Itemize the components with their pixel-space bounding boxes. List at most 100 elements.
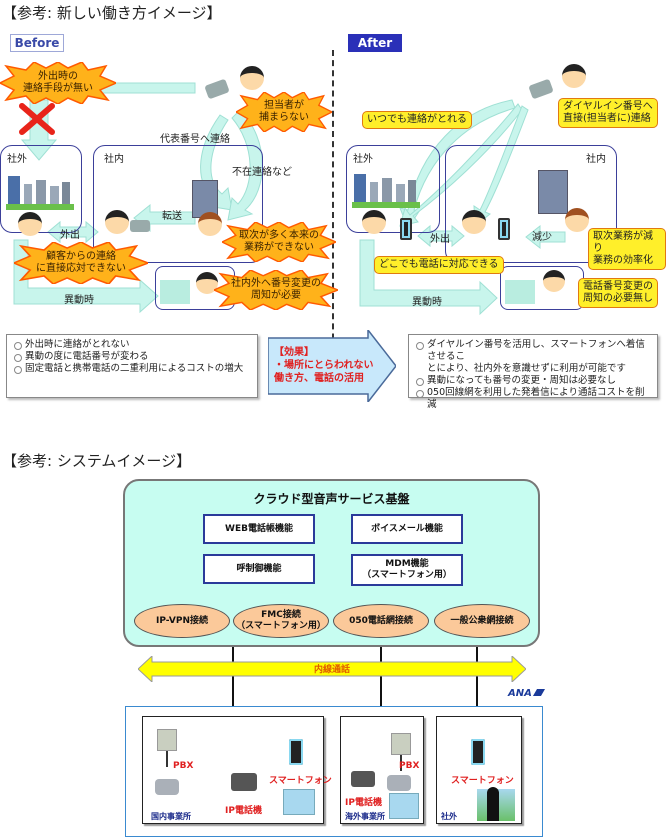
ip-phone-icon	[231, 773, 257, 791]
smartphone-icon	[498, 218, 510, 240]
connection-line	[476, 647, 478, 717]
callout-no-notification-needed: 電話番号変更の 周知の必要無し	[578, 278, 658, 308]
receptionist-icon	[198, 212, 222, 236]
web-phonebook-function: WEB電話帳機能	[203, 514, 315, 544]
site-overseas-office: PBX IP電話機 海外事業所	[340, 716, 424, 824]
before-issue-item: 異動の度に電話番号が変わる	[13, 351, 251, 363]
caller-person-icon	[562, 64, 586, 88]
ana-logo: ANA	[508, 688, 545, 699]
extension-call-arrow	[138, 656, 526, 682]
before-issue-item: 外出時に連絡がとれない	[13, 339, 251, 351]
relocated-person-icon	[196, 272, 218, 294]
after-outside-region: 社外	[346, 145, 440, 233]
absence-label: 不在連絡など	[232, 167, 292, 178]
relocation-buildings-icon	[505, 280, 535, 304]
burst-no-contact-when-out: 外出時の 連絡手段が無い	[0, 62, 116, 104]
red-x-icon	[19, 103, 55, 135]
before-after-divider	[332, 50, 334, 380]
city-buildings-icon	[352, 174, 420, 208]
effect-arrow	[268, 330, 396, 402]
mdm-function: MDM機能 （スマートフォン用）	[351, 554, 463, 586]
office-building-icon	[389, 793, 419, 819]
office-building-icon	[283, 789, 315, 815]
relocated-person-icon	[543, 270, 565, 292]
after-benefit-item-continued: とにより、社内外を意識せずに利用が可能です	[427, 363, 626, 374]
callout-always-reachable: いつでも連絡がとれる	[362, 111, 472, 129]
callout-efficiency: 取次業務が減り 業務の効率化	[588, 228, 666, 270]
burst-person-unavailable: 担当者が 捕まらない	[236, 92, 332, 132]
site-domestic-office: PBX IP電話機 スマートフォン 国内事業所	[142, 716, 332, 824]
relocation-label-before: 異動時	[64, 295, 94, 306]
callout-answer-anywhere: どこでも電話に対応できる	[374, 256, 504, 274]
ip-phone-label: IP電話機	[345, 798, 382, 808]
extension-call-label: 内線通話	[313, 665, 350, 675]
smartphone-icon	[471, 739, 485, 765]
050-network-connection: 050電話網接続	[333, 604, 429, 638]
transfer-label: 転送	[162, 211, 182, 222]
smartphone-icon	[289, 739, 303, 765]
going-out-label-after: 外出	[430, 234, 450, 245]
after-benefit-item: 異動になっても番号の変更・周知は必要なし	[415, 375, 651, 387]
after-inside-label: 社内	[586, 154, 606, 165]
after-benefit-item: ダイヤルイン番号を活用し、スマートフォンへ着信させるこ	[415, 339, 651, 363]
caller-person-icon	[240, 66, 264, 90]
fmc-connection: FMC接続 （スマートフォン用）	[233, 604, 329, 638]
system-image-title: 【参考: システムイメージ】	[2, 452, 192, 470]
burst-cannot-respond-directly: 顧客からの連絡 に直接応対できない	[14, 242, 148, 284]
after-benefit-item: 050回線網を利用した発着信により通話コストを削減	[415, 387, 651, 411]
desk-phone-icon	[155, 779, 179, 795]
before-outside-region: 社外	[0, 145, 82, 233]
receptionist-icon	[565, 208, 589, 232]
site-name: 海外事業所	[345, 812, 385, 821]
pbx-label: PBX	[173, 761, 194, 771]
person-inside-icon	[105, 210, 129, 234]
burst-too-many-transfers: 取次が多く本来の 業務ができない	[222, 222, 336, 262]
after-benefits-list: ダイヤルイン番号を活用し、スマートフォンへ着信させるこ とにより、社内外を意識せ…	[408, 334, 658, 410]
voicemail-function: ボイスメール機能	[351, 514, 463, 544]
connection-line	[380, 647, 382, 717]
pbx-line	[400, 755, 402, 771]
arrow-reduced	[525, 224, 566, 250]
desk-phone-icon	[130, 220, 150, 232]
going-out-label-before: 外出	[60, 230, 80, 241]
site-name: 社外	[441, 812, 457, 821]
smartphone-label: スマートフォン	[451, 776, 514, 786]
city-buildings-icon	[6, 176, 74, 210]
before-issues-list: 外出時に連絡がとれない 異動の度に電話番号が変わる 固定電話と携帯電話の二重利用…	[6, 334, 258, 398]
pbx-icon	[391, 733, 411, 755]
ana-office-building-icon	[538, 170, 568, 214]
person-inside-icon	[462, 210, 486, 234]
person-outside-icon	[362, 210, 386, 234]
before-outside-label: 社外	[7, 154, 27, 165]
before-issue-item: 固定電話と携帯電話の二重利用によるコストの増大	[13, 363, 251, 375]
person-silhouette-icon	[487, 787, 499, 821]
person-outside-icon	[18, 212, 42, 236]
after-tag: After	[348, 34, 402, 52]
pbx-line	[166, 751, 168, 767]
platform-title: クラウド型音声サービス基盤	[253, 492, 410, 506]
ip-vpn-connection: IP-VPN接続	[134, 604, 230, 638]
smartphone-icon	[400, 218, 412, 240]
ip-phone-icon	[351, 771, 375, 787]
desk-phone-icon	[387, 775, 411, 791]
site-outside: スマートフォン 社外	[436, 716, 522, 824]
public-network-connection: 一般公衆網接続	[434, 604, 530, 638]
before-tag: Before	[10, 34, 64, 52]
relocation-buildings-icon	[160, 280, 190, 304]
reduced-label: 減少	[532, 232, 552, 243]
effect-text: 【効果】 ・場所にとらわれない 働き方、電話の活用	[274, 347, 374, 384]
smartphone-label: スマートフォン	[269, 776, 332, 786]
call-control-function: 呼制御機能	[203, 554, 315, 584]
connection-line	[232, 647, 234, 717]
burst-notify-number-change: 社内外へ番号変更の 周知が必要	[214, 270, 338, 310]
ana-office-building-icon	[192, 180, 218, 218]
site-name: 国内事業所	[151, 812, 191, 821]
relocation-label-after: 異動時	[412, 297, 442, 308]
pbx-label: PBX	[399, 761, 420, 771]
after-outside-label: 社外	[353, 154, 373, 165]
before-inside-region: 社内	[93, 145, 263, 263]
pbx-icon	[157, 729, 177, 751]
after-inside-region: 社内	[445, 145, 617, 263]
new-workstyle-title: 【参考: 新しい働き方イメージ】	[2, 4, 222, 22]
main-number-label: 代表番号へ連絡	[160, 134, 230, 145]
